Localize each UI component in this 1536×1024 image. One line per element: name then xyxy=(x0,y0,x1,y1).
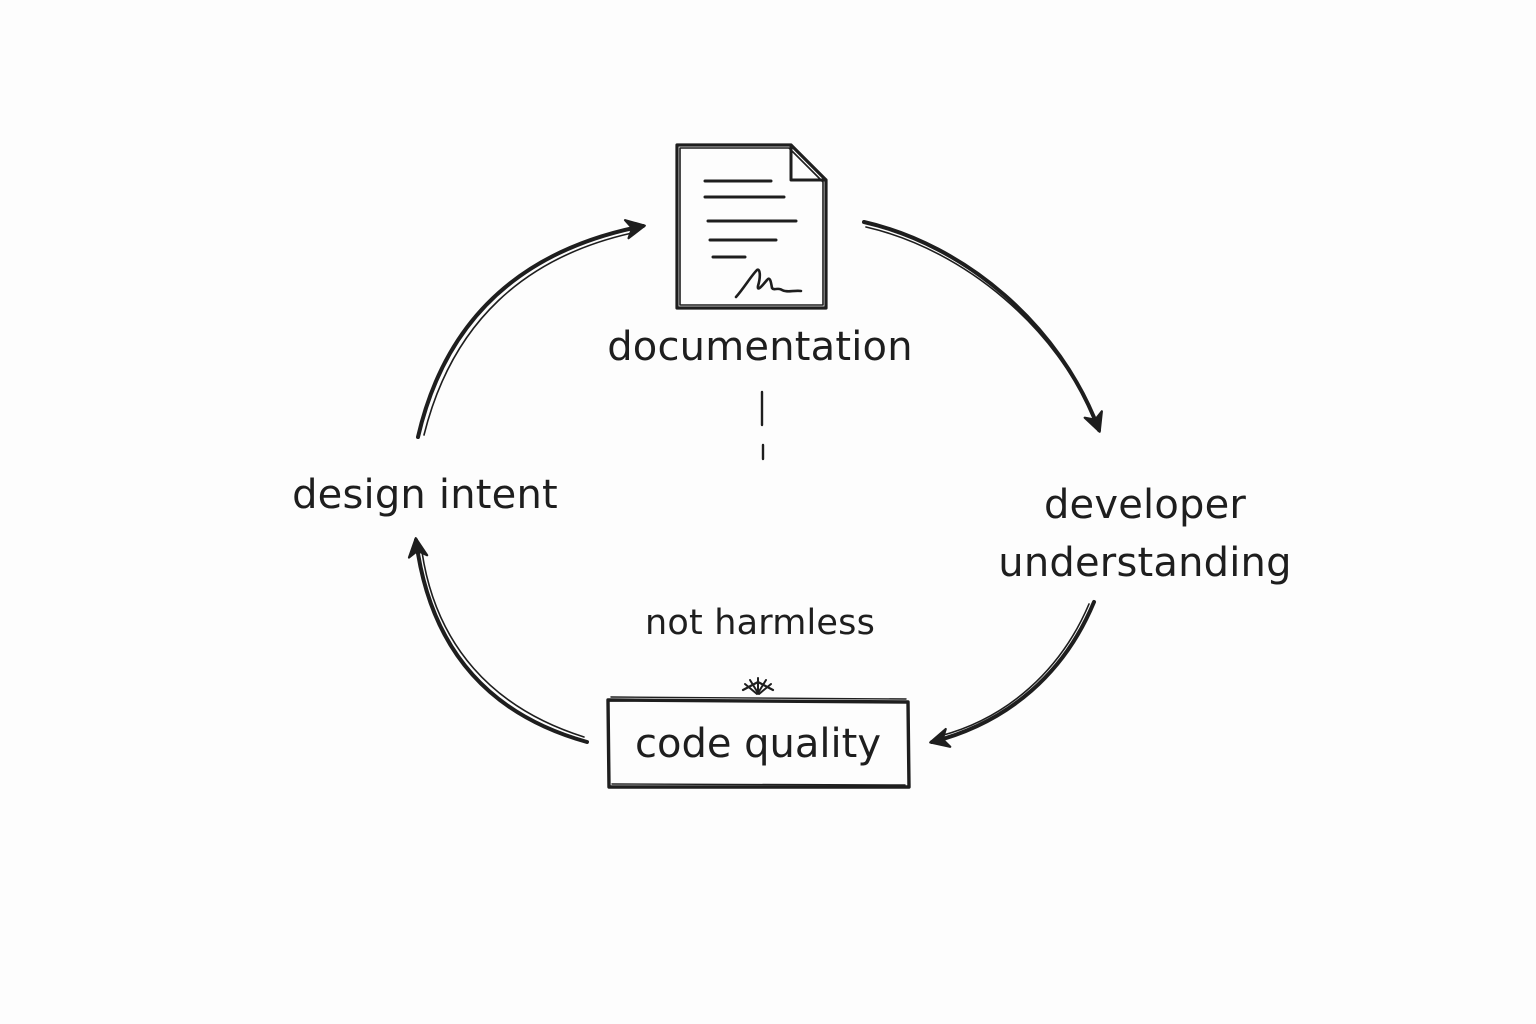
arrow-code-quality-to-design-intent xyxy=(407,537,589,744)
developer-understanding-line-1: developer xyxy=(1043,482,1247,528)
emphasis-burst-icon xyxy=(741,677,775,695)
documentation-label: documentation xyxy=(607,324,913,370)
code-quality-label: code quality xyxy=(634,720,881,767)
arrow-developer-understanding-to-code-quality xyxy=(929,600,1096,748)
code-quality-box: code quality xyxy=(608,700,908,787)
code-quality-box-outline xyxy=(606,696,911,789)
arrow-design-intent-to-documentation xyxy=(416,219,646,439)
document-icon xyxy=(675,143,828,310)
design-intent-label: design intent xyxy=(292,472,558,518)
signature-scribble xyxy=(734,268,803,299)
dashed-connector xyxy=(760,390,765,461)
not-harmless-annotation: not harmless xyxy=(644,603,876,643)
developer-understanding-line-2: understanding xyxy=(998,540,1292,586)
developer-understanding-label: developer understanding xyxy=(975,476,1315,592)
